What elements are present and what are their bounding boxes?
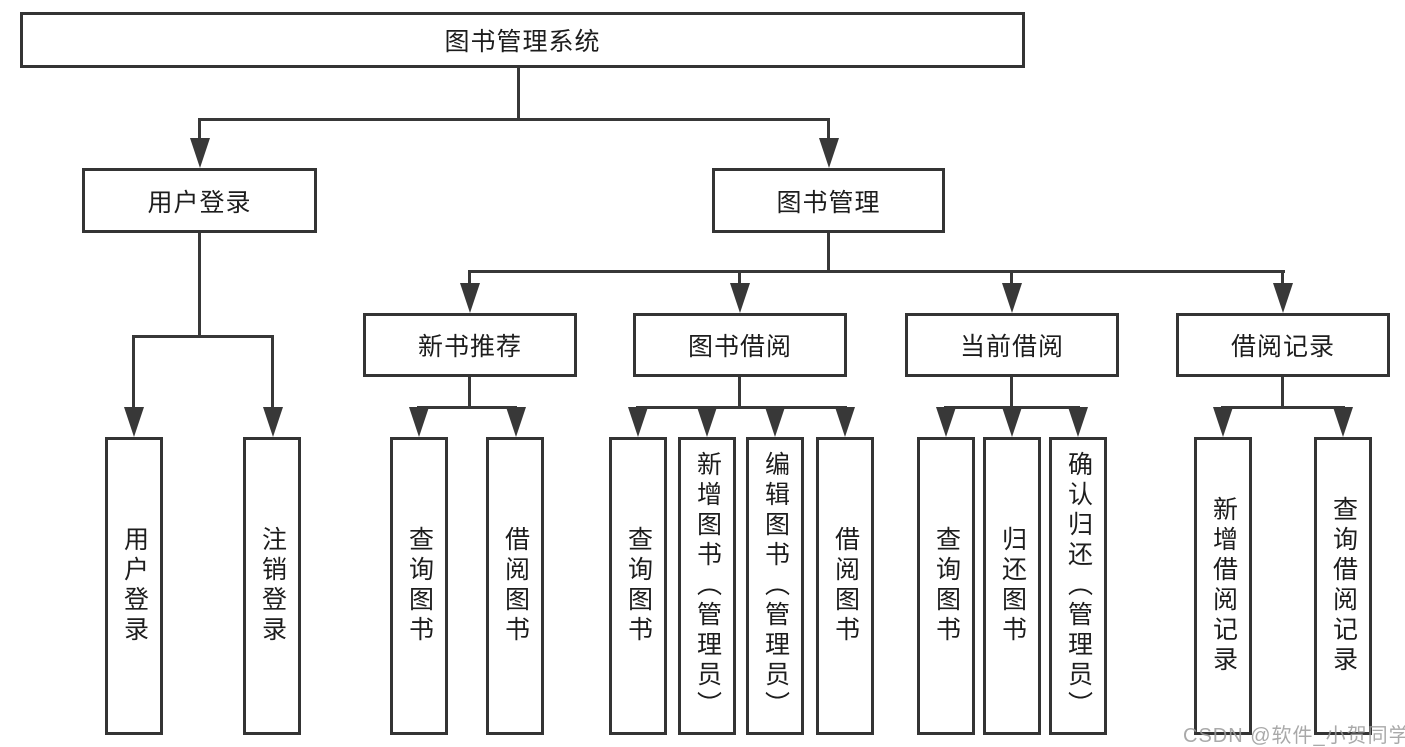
node-user-login: 用户登录 — [82, 168, 317, 233]
node-book-borrow: 图书借阅 — [633, 313, 847, 377]
leaf-label: 查询图书 — [624, 526, 653, 646]
node-new-book-recommend: 新书推荐 — [363, 313, 577, 377]
connector-line — [738, 270, 741, 288]
connector-line — [827, 233, 830, 273]
node-current-borrow: 当前借阅 — [905, 313, 1119, 377]
connector-line — [468, 270, 471, 288]
connector-line — [417, 406, 517, 409]
connector-line — [198, 118, 201, 144]
arrow-down-icon — [263, 407, 283, 437]
leaf-label: 编辑图书（管理员） — [761, 451, 790, 721]
arrow-down-icon — [1273, 283, 1293, 313]
arrow-down-icon — [730, 283, 750, 313]
connector-line — [517, 68, 520, 121]
arrow-down-icon — [765, 407, 785, 437]
arrow-down-icon — [124, 407, 144, 437]
connector-line — [1281, 270, 1284, 288]
connector-line — [1221, 406, 1345, 409]
arrow-down-icon — [190, 138, 210, 168]
arrow-down-icon — [1333, 407, 1353, 437]
connector-line — [198, 233, 201, 338]
arrow-down-icon — [409, 407, 429, 437]
node-borrow-records: 借阅记录 — [1176, 313, 1390, 377]
leaf-label: 查询图书 — [932, 526, 961, 646]
connector-line — [468, 377, 471, 409]
connector-line — [198, 118, 830, 121]
leaf-add-books-admin: 新增图书（管理员） — [678, 437, 736, 735]
arrow-down-icon — [460, 283, 480, 313]
leaf-borrow-books: 借阅图书 — [486, 437, 544, 735]
connector-line — [1010, 270, 1013, 288]
connector-line — [1010, 377, 1013, 409]
watermark: CSDN @软件_小贺同学 — [1183, 725, 1405, 747]
node-book-management: 图书管理 — [712, 168, 945, 233]
arrow-down-icon — [936, 407, 956, 437]
arrow-down-icon — [1002, 283, 1022, 313]
leaf-label: 借阅图书 — [831, 526, 860, 646]
leaf-borrow-books: 借阅图书 — [816, 437, 874, 735]
arrow-down-icon — [1002, 407, 1022, 437]
node-library-system: 图书管理系统 — [20, 12, 1025, 68]
leaf-return-books: 归还图书 — [983, 437, 1041, 735]
leaf-query-books: 查询图书 — [390, 437, 448, 735]
connector-line — [636, 406, 847, 409]
leaf-edit-books-admin: 编辑图书（管理员） — [746, 437, 804, 735]
leaf-user-login: 用户登录 — [105, 437, 163, 735]
leaf-label: 新增图书（管理员） — [693, 451, 722, 721]
leaf-label: 用户登录 — [120, 526, 149, 646]
leaf-label: 借阅图书 — [501, 526, 530, 646]
arrow-down-icon — [819, 138, 839, 168]
leaf-label: 查询图书 — [405, 526, 434, 646]
leaf-query-books: 查询图书 — [609, 437, 667, 735]
leaf-label: 确认归还（管理员） — [1064, 451, 1093, 721]
connector-line — [468, 270, 1285, 273]
leaf-logout: 注销登录 — [243, 437, 301, 735]
connector-line — [271, 335, 274, 411]
leaf-label: 查询借阅记录 — [1329, 496, 1358, 676]
leaf-query-borrow-record: 查询借阅记录 — [1314, 437, 1372, 735]
leaf-label: 注销登录 — [258, 526, 287, 646]
connector-line — [827, 118, 830, 144]
arrow-down-icon — [1213, 407, 1233, 437]
arrow-down-icon — [1068, 407, 1088, 437]
leaf-add-borrow-record: 新增借阅记录 — [1194, 437, 1252, 735]
leaf-query-books: 查询图书 — [917, 437, 975, 735]
connector-line — [1281, 377, 1284, 409]
connector-line — [132, 335, 274, 338]
leaf-label: 归还图书 — [998, 526, 1027, 646]
connector-line — [132, 335, 135, 411]
leaf-label: 新增借阅记录 — [1209, 496, 1238, 676]
connector-line — [738, 377, 741, 409]
arrow-down-icon — [628, 407, 648, 437]
leaf-confirm-return-admin: 确认归还（管理员） — [1049, 437, 1107, 735]
arrow-down-icon — [697, 407, 717, 437]
arrow-down-icon — [835, 407, 855, 437]
arrow-down-icon — [506, 407, 526, 437]
